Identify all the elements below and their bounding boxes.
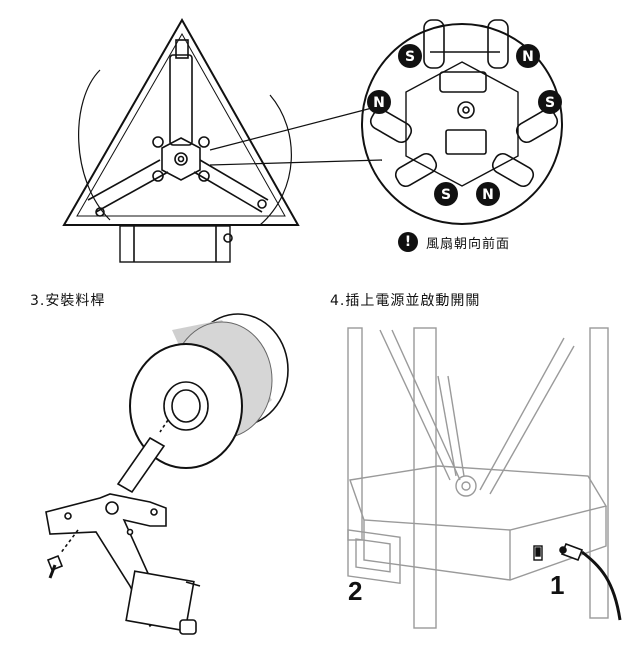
magnet-badges: S N N S S N xyxy=(367,44,562,206)
filament-panel: 3.安裝料桿 xyxy=(0,280,320,648)
warning-icon: ! xyxy=(398,232,418,252)
effector-illustration: S N N S S N xyxy=(62,17,563,263)
svg-text:N: N xyxy=(522,49,534,65)
magnet-mid-right: S xyxy=(538,90,562,114)
zoom-leader xyxy=(209,107,383,166)
callout-number-2: 2 xyxy=(348,576,363,606)
zoom-detail xyxy=(361,19,563,225)
spool xyxy=(129,313,289,469)
magnet-top-right: N xyxy=(516,44,540,68)
svg-text:S: S xyxy=(545,95,555,111)
filament-bracket xyxy=(45,493,201,635)
filament-illustration xyxy=(45,313,289,635)
svg-text:N: N xyxy=(373,95,385,111)
step-4-title: 4.插上電源並啟動開關 xyxy=(330,293,481,309)
power-plug xyxy=(559,542,622,621)
effector-panel: S N N S S N ! 風扇朝向前 xyxy=(0,0,640,270)
printer-frame xyxy=(347,327,609,629)
printer-top-view xyxy=(62,17,300,263)
fan-direction-note: ! 風扇朝向前面 xyxy=(398,232,510,252)
magnet-bottom-left: S xyxy=(434,182,458,206)
magnet-top-left: S xyxy=(398,44,422,68)
magnet-bottom-right: N xyxy=(476,182,500,206)
filament-rod xyxy=(116,419,169,494)
callout-number-1: 1 xyxy=(550,570,565,600)
note-text: 風扇朝向前面 xyxy=(426,236,511,252)
printer-illustration xyxy=(347,327,622,629)
power-switch xyxy=(533,545,543,561)
svg-text:S: S xyxy=(441,187,451,203)
svg-text:S: S xyxy=(405,49,415,65)
power-panel: 4.插上電源並啟動開關 xyxy=(320,280,640,648)
magnet-mid-left: N xyxy=(367,90,391,114)
svg-text:N: N xyxy=(482,187,494,203)
step-3-title: 3.安裝料桿 xyxy=(30,293,106,309)
